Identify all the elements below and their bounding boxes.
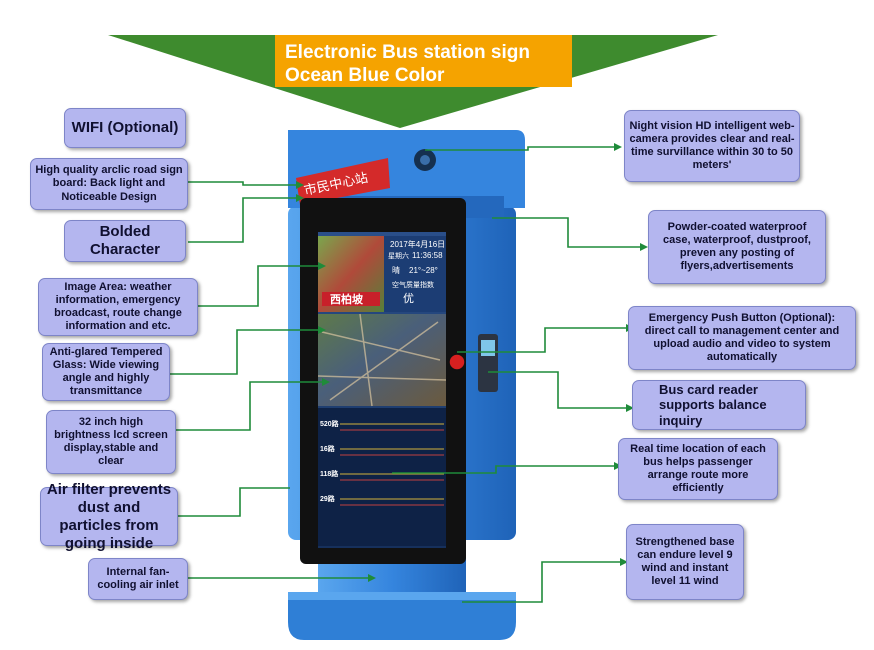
title-line-2: Ocean Blue Color: [285, 65, 445, 86]
screen-weather-icon: 晴: [392, 265, 400, 275]
screen-temperature: 21°~28°: [409, 266, 438, 275]
label-camera: Night vision HD intelligent web-camera p…: [624, 110, 800, 182]
title-line-1: Electronic Bus station sign: [285, 42, 530, 63]
route-rows-lines: [340, 423, 444, 506]
connector-waterproof: [492, 217, 644, 248]
connector-realtime: [392, 465, 618, 474]
label-anti-glare: Anti-glared Tempered Glass: Wide viewing…: [42, 343, 170, 401]
label-card-reader: Bus card reader supports balance inquiry: [632, 380, 806, 430]
screen-route-list: [318, 408, 446, 546]
label-road-sign: High quality arclic road sign board: Bac…: [30, 158, 188, 210]
screen-air-quality-value: 优: [403, 292, 414, 305]
label-emergency: Emergency Push Button (Optional): direct…: [628, 306, 856, 370]
connector-camera: [425, 146, 618, 151]
screen-date: 2017年4月16日: [390, 239, 445, 249]
screen-ad-text: 西柏坡: [330, 292, 364, 306]
connector-emergency: [457, 327, 630, 353]
label-waterproof: Powder-coated waterproof case, waterproo…: [648, 210, 826, 284]
label-fan: Internal fan-cooling air inlet: [88, 558, 188, 600]
connector-air-filter: [178, 487, 290, 517]
label-base: Strengthened base can endure level 9 win…: [626, 524, 744, 600]
screen-map-area: [318, 314, 446, 406]
screen-time: 11:36:58: [412, 251, 443, 260]
screen-info-panel: [384, 236, 446, 312]
emergency-button-icon: [448, 353, 466, 371]
connector-image-area: [198, 265, 322, 307]
screen-air-quality-label: 空气质量指数: [392, 280, 434, 289]
connector-card-reader: [488, 371, 630, 409]
connector-lines: [170, 146, 644, 603]
connector-road-sign: [188, 181, 296, 186]
connector-base: [462, 561, 624, 603]
connector-lcd: [176, 381, 326, 431]
label-air-filter: Air filter prevents dust and particles f…: [40, 481, 178, 552]
label-image-area: Image Area: weather information, emergen…: [38, 278, 198, 336]
connector-anti-glare: [170, 329, 322, 375]
label-lcd: 32 inch high brightness lcd screen displ…: [46, 410, 176, 474]
route-label: 29路: [320, 494, 336, 503]
diagram-title: Electronic Bus station sign Ocean Blue C…: [275, 35, 572, 87]
screen-weekday: 星期六: [388, 251, 409, 260]
connector-bolded: [188, 197, 300, 243]
station-name-plate: [296, 158, 390, 205]
label-realtime: Real time location of each bus helps pas…: [618, 438, 778, 500]
label-bolded: Bolded Character: [64, 220, 186, 262]
route-label: 520路: [320, 419, 340, 428]
label-wifi: WIFI (Optional): [64, 108, 186, 148]
route-label: 118路: [320, 469, 339, 478]
route-label: 16路: [320, 444, 336, 453]
